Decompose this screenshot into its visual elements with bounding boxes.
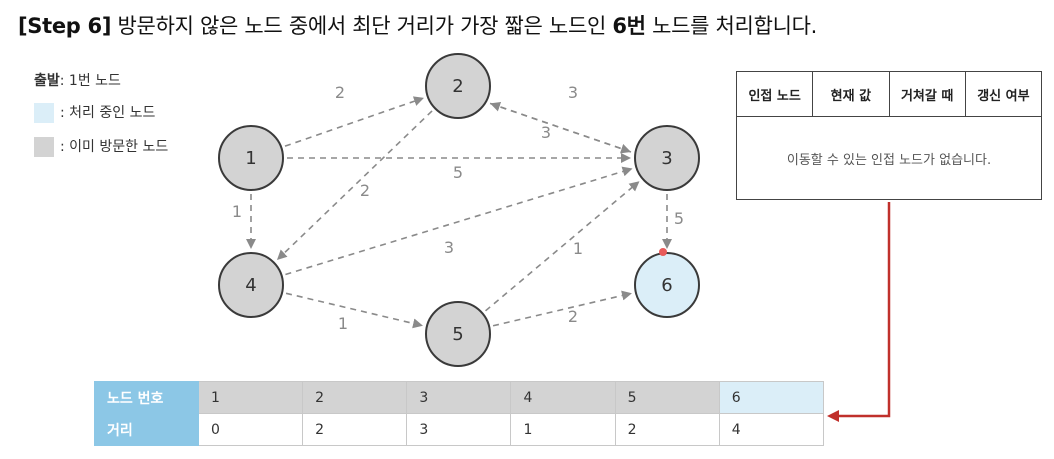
node-label-4: 4 bbox=[245, 275, 256, 296]
legend-visited-swatch bbox=[34, 137, 54, 157]
edge-weight-label: 1 bbox=[573, 239, 583, 258]
node-cell: 3 bbox=[406, 381, 512, 414]
legend-visited: : 이미 방문한 노드 bbox=[34, 136, 168, 157]
node-3 bbox=[634, 125, 700, 191]
edge-4-3 bbox=[285, 166, 633, 276]
cursor-dot bbox=[659, 248, 667, 256]
nodes-layer: 1 2 3 4 5 6 bbox=[218, 53, 700, 367]
dist-cell: 2 bbox=[302, 413, 408, 446]
edge-weight-label: 2 bbox=[568, 307, 578, 326]
node-row-header: 노드 번호 bbox=[94, 381, 199, 414]
legend-visited-label: : 이미 방문한 노드 bbox=[60, 139, 169, 155]
node-1 bbox=[218, 125, 284, 191]
legend-start: 출발: 1번 노드 bbox=[34, 70, 121, 90]
pointer-arrow bbox=[827, 202, 891, 422]
adjacency-table: 인접 노드 현재 값 거쳐갈 때 갱신 여부 이동할 수 있는 인접 노드가 없… bbox=[736, 71, 1042, 200]
node-cell: 5 bbox=[614, 381, 720, 414]
step-number: [Step 6] bbox=[18, 14, 112, 38]
edges-layer: 2 5 1 3 3 2 5 3 1 1 2 bbox=[232, 83, 684, 333]
node-cell: 6 bbox=[718, 381, 825, 414]
dist-cell: 4 bbox=[718, 413, 825, 446]
node-label-1: 1 bbox=[245, 148, 256, 169]
legend-processing-swatch bbox=[34, 103, 54, 123]
dist-cell: 1 bbox=[510, 413, 616, 446]
edge-weight-label: 2 bbox=[335, 83, 345, 102]
node-cell: 2 bbox=[302, 381, 408, 414]
edge-weight-label: 1 bbox=[338, 314, 348, 333]
dist-cell: 2 bbox=[614, 413, 720, 446]
dist-cell: 3 bbox=[406, 413, 512, 446]
edge-weight-label: 5 bbox=[453, 163, 463, 182]
edge-2-4 bbox=[276, 110, 433, 261]
edge-4-5 bbox=[285, 292, 423, 329]
edge-5-3 bbox=[485, 181, 640, 312]
edge-weight-label: 2 bbox=[360, 181, 370, 200]
adj-header-neighbor: 인접 노드 bbox=[737, 72, 814, 116]
distance-table-node-row: 노드 번호 1 2 3 4 5 6 bbox=[94, 381, 825, 414]
edge-5-6 bbox=[492, 290, 632, 327]
dist-cell: 0 bbox=[197, 413, 304, 446]
edge-weight-label: 1 bbox=[232, 202, 242, 221]
distance-table-dist-row: 거리 0 2 3 1 2 4 bbox=[94, 413, 825, 446]
dist-row-header: 거리 bbox=[94, 413, 199, 446]
node-5 bbox=[425, 301, 491, 367]
edge-weight-label: 3 bbox=[444, 238, 454, 257]
legend-start-label: 출발 bbox=[34, 73, 60, 89]
edge-weight-label: 5 bbox=[674, 209, 684, 228]
edge-weight-label: 3 bbox=[568, 83, 578, 102]
step-text-after: 노드를 처리합니다. bbox=[645, 14, 818, 38]
node-2 bbox=[425, 53, 491, 119]
adjacency-table-message: 이동할 수 있는 인접 노드가 없습니다. bbox=[786, 152, 992, 168]
legend-processing-label: : 처리 중인 노드 bbox=[60, 105, 156, 121]
node-label-5: 5 bbox=[452, 324, 463, 345]
node-label-6: 6 bbox=[661, 275, 672, 296]
node-label-2: 2 bbox=[452, 76, 463, 97]
step-highlight: 6번 bbox=[612, 14, 646, 38]
adjacency-table-header: 인접 노드 현재 값 거쳐갈 때 갱신 여부 bbox=[737, 72, 1041, 117]
distance-table: 노드 번호 1 2 3 4 5 6 거리 0 2 3 1 2 4 bbox=[94, 381, 825, 446]
node-label-3: 3 bbox=[661, 148, 672, 169]
node-4 bbox=[218, 252, 284, 318]
legend-start-value: : 1번 노드 bbox=[59, 73, 121, 89]
edge-3-2 bbox=[490, 101, 632, 153]
adj-header-via: 거쳐갈 때 bbox=[890, 72, 966, 116]
node-cell: 4 bbox=[510, 381, 616, 414]
edge-1-2 bbox=[284, 96, 424, 147]
legend-processing: : 처리 중인 노드 bbox=[34, 102, 155, 123]
step-text-before: 방문하지 않은 노드 중에서 최단 거리가 가장 짧은 노드인 bbox=[111, 14, 613, 38]
step-title: [Step 6] 방문하지 않은 노드 중에서 최단 거리가 가장 짧은 노드인… bbox=[18, 10, 817, 40]
adj-header-current: 현재 값 bbox=[813, 72, 890, 116]
node-cell: 1 bbox=[197, 381, 304, 414]
node-6 bbox=[634, 252, 700, 318]
adj-header-updated: 갱신 여부 bbox=[977, 88, 1030, 104]
edge-weight-label: 3 bbox=[541, 123, 551, 142]
